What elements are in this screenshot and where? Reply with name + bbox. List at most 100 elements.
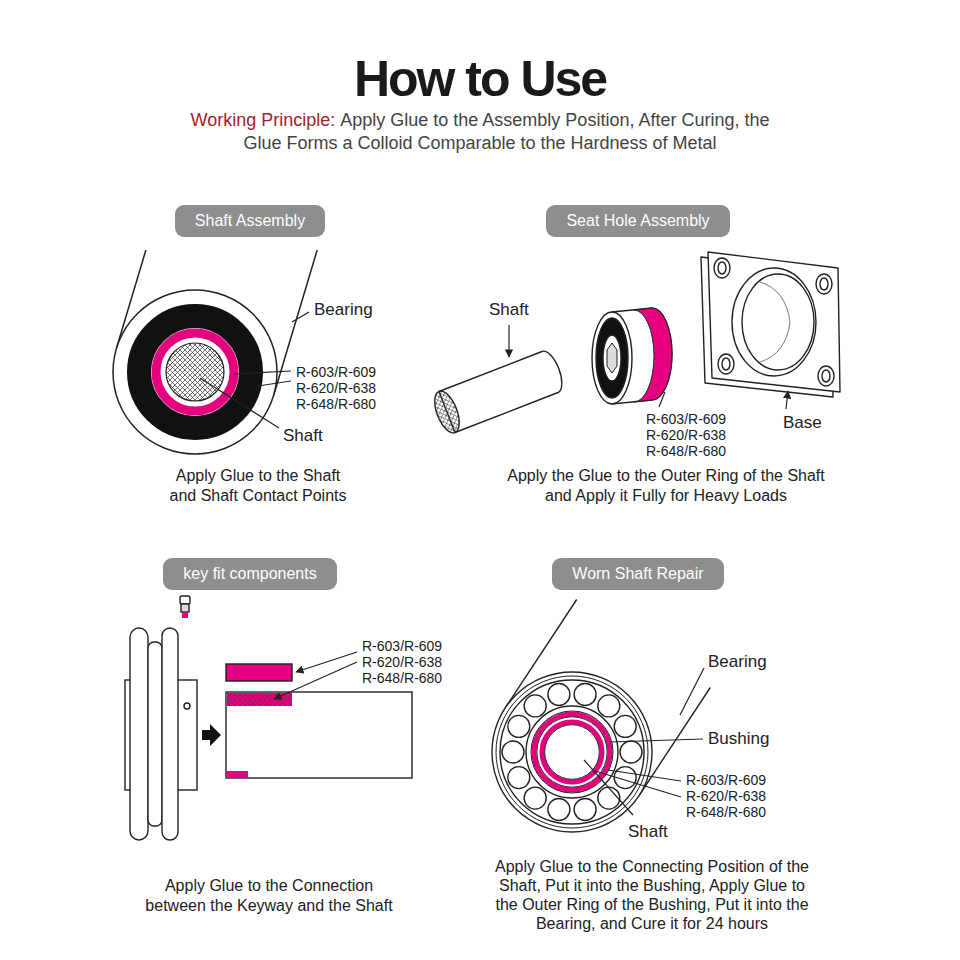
shaft-drawing [430,388,464,436]
bushing-rings [531,711,613,793]
bearing-drawing [156,333,234,411]
bearing-ball [548,799,570,821]
bushing-rings [545,725,600,780]
bearing-drawing [592,308,672,404]
part-name: Bearing [708,652,767,671]
bearing-drawing [596,318,628,398]
shaft-drawing [430,351,562,436]
label-block: R-603/R-609 R-620/R-638 R-648/R-680 [646,411,742,459]
part-label: Bushing [708,729,769,749]
base-plate [820,278,828,290]
keyed-shaft [226,692,412,778]
pill-label: key fit components [183,565,316,582]
base-plate [760,282,790,362]
pill-label: Worn Shaft Repair [572,565,703,582]
leader-line [610,739,703,742]
model-numbers: R-603/R-609 R-620/R-638 R-648/R-680 [686,772,766,820]
bearing-ball [574,799,596,821]
bearing-drawing [166,343,224,401]
instruction-text: Apply Glue to the Connecting Position of… [495,858,809,932]
base-plate [718,354,734,374]
part-name: Base [783,413,822,432]
label-block: R-603/R-609 R-620/R-638 R-648/R-680 [686,772,782,820]
base-plate [732,268,816,376]
label-block: R-603/R-609 R-620/R-638 R-648/R-680 [296,364,392,412]
part-name: Shaft [283,426,323,445]
part-name: Shaft [628,822,668,841]
bearing-ball [574,684,596,706]
keyed-shaft [226,664,292,681]
base-plate [818,366,834,386]
instruction-text: Apply Glue to the Connection between the… [145,877,392,914]
leader-line [200,378,279,428]
part-name: Bushing [708,729,769,748]
part-label: Shaft [489,300,529,320]
title-slot: How to Use [354,50,606,108]
bushing-rings [534,714,610,790]
model-numbers: R-603/R-609 R-620/R-638 R-648/R-680 [296,364,376,412]
bearing-drawing [492,600,710,833]
base-plate [708,252,840,392]
label-block: R-603/R-609 R-620/R-638 R-648/R-680 [362,638,458,686]
bearing-drawing [496,676,648,828]
bearing-ball [524,787,546,809]
pill-label: Shaft Assembly [195,212,305,229]
section-pill: Shaft Assembly [175,205,325,237]
title: How to Use [354,51,606,107]
instruction-text: Apply Glue to the Shaft and Shaft Contac… [170,467,347,504]
pill-label: Seat Hole Assembly [566,212,709,229]
bearing-ball [614,715,636,737]
leader-line [584,760,633,815]
leader-arrow [659,392,665,407]
bearing-drawing [113,250,317,454]
bearing-ball [548,684,570,706]
bearing-drawing [492,672,652,832]
leader-line [292,312,309,322]
base-plate [816,274,832,294]
subtitle-block: Working Principle:Apply Glue to the Asse… [190,109,770,155]
part-label: Bearing [708,652,767,672]
bearing-drawing [592,312,632,404]
leader-line [595,771,681,797]
part-name: Shaft [489,300,529,319]
leader-arrow [508,325,509,357]
bushing-rings [531,711,613,793]
label-block: Apply Glue to the Connection between the… [138,876,400,916]
pulley-drawing [182,612,188,618]
base-plate [718,262,726,274]
bearing-ball [620,741,642,763]
leader-arrow [296,652,357,672]
instruction-text: Apply the Glue to the Outer Ring of the … [507,467,825,504]
label-block: Apply Glue to the Connecting Position of… [490,857,815,933]
bearing-ball [508,715,530,737]
leader-line [200,312,309,428]
model-numbers: R-603/R-609 R-620/R-638 R-648/R-680 [362,638,442,686]
principle-heading: Working Principle: [191,110,336,130]
bearing-drawing [526,706,618,798]
pulley-drawing [148,642,162,826]
bearing-drawing [113,290,277,454]
bearing-ball [598,695,620,717]
bearing-ball [502,741,524,763]
leader-line [680,668,704,715]
bearing-drawing [603,335,621,381]
base-plate [722,358,730,370]
bearing-ball [524,695,546,717]
base-plate [742,274,814,370]
section-pill: Worn Shaft Repair [552,558,723,590]
leader-arrow [509,325,788,409]
keyed-shaft [226,771,248,778]
label-block: Apply the Glue to the Outer Ring of the … [499,466,834,506]
leader-line [258,381,291,386]
base-plate [701,252,840,397]
bearing-ball [508,767,530,789]
bearing-drawing [607,343,617,373]
model-numbers: R-603/R-609 R-620/R-638 R-648/R-680 [646,411,726,459]
bushing-rings [542,722,602,782]
pulley-drawing [180,596,190,604]
section-pill: key fit components [163,558,336,590]
pulley-drawing [125,596,197,840]
leader-line [608,770,681,781]
base-plate [714,258,730,278]
